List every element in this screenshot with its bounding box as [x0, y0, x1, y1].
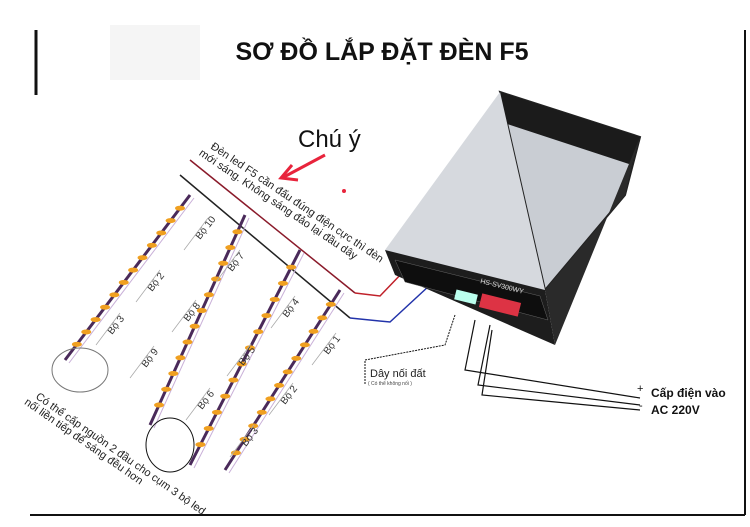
led-chip — [128, 267, 139, 273]
led-chip — [175, 205, 185, 211]
led-chip — [165, 218, 176, 224]
dimension-line — [129, 345, 155, 379]
led-chip — [253, 329, 264, 335]
dimension-line — [226, 343, 252, 377]
dimension-line — [135, 269, 161, 303]
ac-wire-1 — [464, 319, 641, 399]
led-chip — [225, 245, 236, 251]
led-chip — [195, 442, 206, 448]
led-chip — [286, 264, 297, 270]
led-chip — [277, 280, 288, 286]
led-chip — [203, 292, 214, 298]
led-chip — [265, 396, 276, 402]
led-chip — [161, 386, 172, 392]
connection-ellipse-1 — [51, 347, 109, 393]
ground-wire — [364, 314, 456, 385]
led-chip — [196, 308, 207, 314]
led-chip — [118, 279, 129, 285]
dimension-line — [311, 332, 337, 366]
led-chip — [100, 304, 110, 310]
led-chip — [261, 313, 272, 319]
ground-wire-label: Dây nối đất — [370, 368, 426, 380]
led-chip — [325, 301, 336, 307]
bottom-note-line-2: nối liền tiếp để sáng đều hơn — [22, 396, 145, 487]
ac-wire-2 — [477, 324, 641, 406]
blurred-logo — [110, 25, 200, 80]
bottom-note-line-1: Có thể cấp nguồn 2 đầu cho cụm 3 bộ led — [33, 391, 207, 518]
dimension-line — [185, 387, 211, 421]
led-chip — [299, 342, 310, 348]
led-chip — [168, 371, 179, 377]
ac-voltage-label: AC 220V — [651, 403, 700, 417]
led-chip — [269, 296, 280, 302]
led-chip — [71, 341, 82, 347]
title: SƠ ĐỒ LẮP ĐẶT ĐÈN F5 — [235, 36, 528, 66]
bus-wire-negative — [179, 174, 351, 319]
dimension-line — [215, 249, 241, 283]
led-chip — [236, 361, 247, 367]
red-dot — [342, 189, 346, 193]
wire-positive — [354, 269, 406, 297]
dimension-line — [95, 312, 121, 346]
ground-wire-sub: ( Có thể không nối ) — [368, 380, 412, 387]
led-chip — [232, 229, 243, 235]
led-chip — [182, 339, 193, 345]
plus-sign: + — [637, 383, 643, 395]
note-line-2: mới sáng. Không sáng đảo lại đầu dây — [197, 147, 360, 262]
led-chip — [154, 402, 165, 408]
led-chip — [230, 450, 241, 456]
led-chip — [228, 377, 239, 383]
led-chip — [109, 292, 120, 298]
dimension-line — [268, 382, 294, 416]
led-strip-edge — [153, 217, 250, 429]
dimension-line — [183, 217, 209, 251]
dimension-line — [270, 295, 296, 329]
led-chip — [203, 425, 214, 431]
led-strip-edge — [228, 292, 345, 474]
power-in-label: Cấp điện vào — [651, 386, 726, 400]
led-chip — [137, 255, 148, 261]
led-strip-edge — [193, 252, 305, 469]
led-chip — [274, 382, 285, 388]
led-chip — [282, 369, 293, 375]
led-chip — [308, 328, 319, 334]
led-chip — [218, 260, 229, 266]
arrow-icon — [278, 153, 326, 182]
attention-label: Chú ý — [298, 126, 361, 153]
led-chip — [211, 276, 222, 282]
dimension-line — [171, 299, 197, 333]
led-chip — [256, 409, 267, 415]
led-chip — [317, 315, 328, 321]
led-chip — [81, 329, 92, 335]
led-chip — [156, 230, 167, 236]
led-chip — [291, 355, 302, 361]
led-chip — [211, 409, 222, 415]
power-supply: HS-SV300WY — [385, 90, 642, 345]
led-chip — [175, 355, 186, 361]
minus-sign: - — [639, 400, 643, 412]
led-chip — [146, 242, 157, 248]
connection-ellipse-2 — [145, 417, 195, 473]
led-strip-edge — [68, 197, 195, 364]
led-chip — [220, 393, 231, 399]
led-chip — [90, 317, 101, 323]
wire-negative — [349, 284, 431, 323]
dimension-line — [229, 424, 255, 458]
ac-wire-3 — [481, 329, 641, 411]
bus-wire-positive — [189, 159, 356, 294]
led-chip — [189, 323, 200, 329]
strip-label: Bộ 10 — [194, 214, 219, 242]
